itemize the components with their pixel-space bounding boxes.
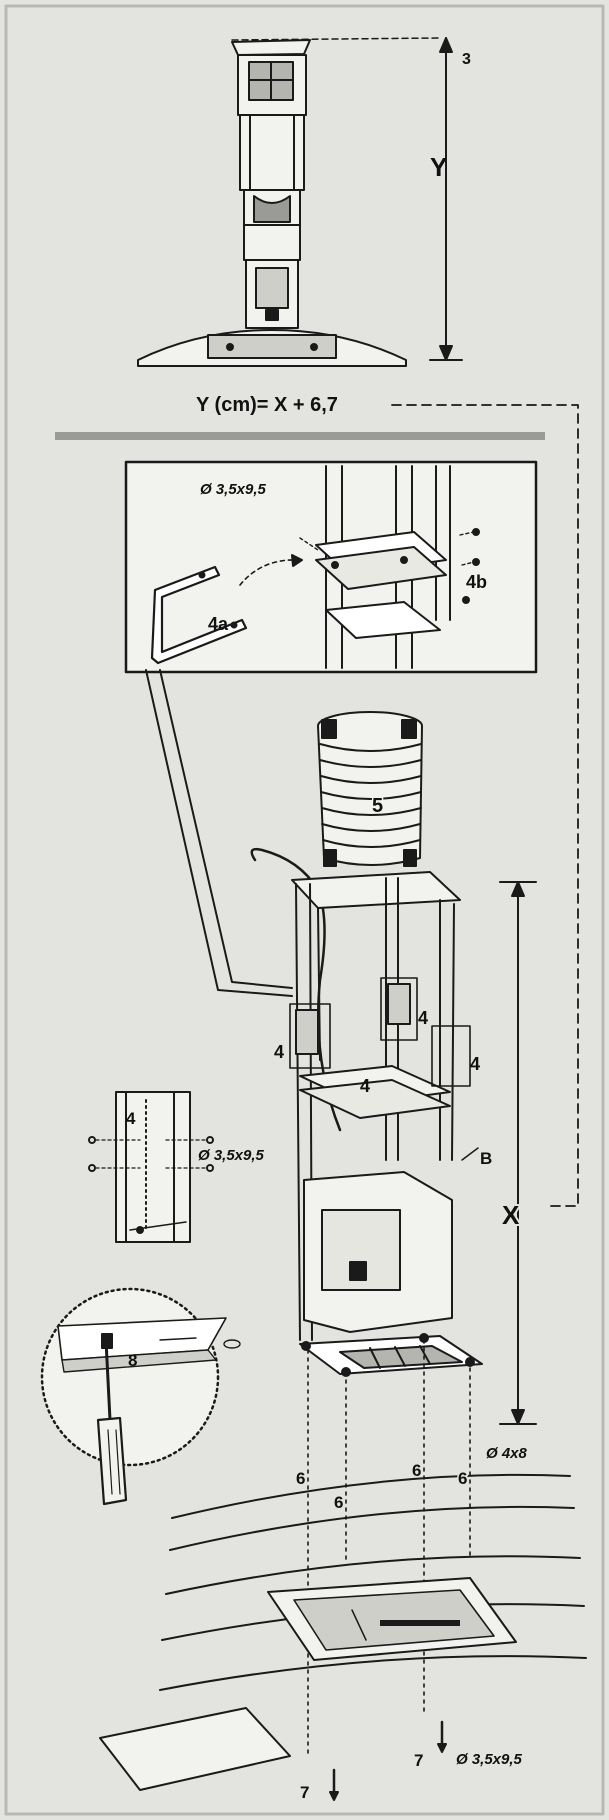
frame-assembly [250, 711, 483, 1377]
label-screw-6-c: 6 [412, 1461, 421, 1480]
formula-text: Y (cm)= X + 6,7 [196, 394, 338, 416]
assembled-hood [137, 37, 441, 367]
label-screw-bottom: Ø 3,5x9,5 [456, 1751, 523, 1768]
label-duct-5: 5 [372, 795, 383, 817]
label-bracket-4-center: 4 [418, 1008, 428, 1028]
dimension-y [429, 37, 463, 361]
label-screw-6-a: 6 [296, 1469, 305, 1488]
label-bracket-4-detail: 4 [126, 1109, 136, 1128]
detail-bracket-4 [88, 1091, 214, 1243]
label-screw-6-b: 6 [334, 1493, 343, 1512]
leader-detail-to-frame [145, 669, 293, 997]
label-part-3: 3 [462, 51, 471, 68]
separator-bar [55, 432, 545, 440]
flexible-duct [317, 711, 423, 867]
dimension-x [499, 881, 537, 1425]
label-bracket-4a: 4a [208, 614, 229, 634]
label-dimension-x: X [502, 1200, 520, 1230]
ceiling-mount [99, 1339, 587, 1801]
label-dimension-y: Y [430, 152, 447, 182]
label-bracket-4-bottom: 4 [360, 1076, 370, 1096]
detail-screwdriver [40, 1287, 241, 1506]
detail-box-brackets [124, 460, 538, 674]
page-border [4, 4, 605, 1816]
label-screw-6-d: 6 [458, 1469, 467, 1488]
label-screw-7-b: 7 [414, 1751, 423, 1770]
dashed-link-x-to-y [391, 404, 579, 1207]
label-point-b: B [480, 1149, 492, 1168]
label-screw-4x8: Ø 4x8 [486, 1445, 528, 1462]
label-screw-8: 8 [128, 1351, 137, 1370]
label-bracket-4-left: 4 [274, 1042, 284, 1062]
label-screw-top: Ø 3,5x9,5 [200, 481, 267, 498]
label-bracket-4-right: 4 [470, 1054, 480, 1074]
label-bracket-4b: 4b [466, 572, 487, 592]
label-screw-7-a: 7 [300, 1783, 309, 1802]
label-screw-mid: Ø 3,5x9,5 [198, 1147, 265, 1164]
